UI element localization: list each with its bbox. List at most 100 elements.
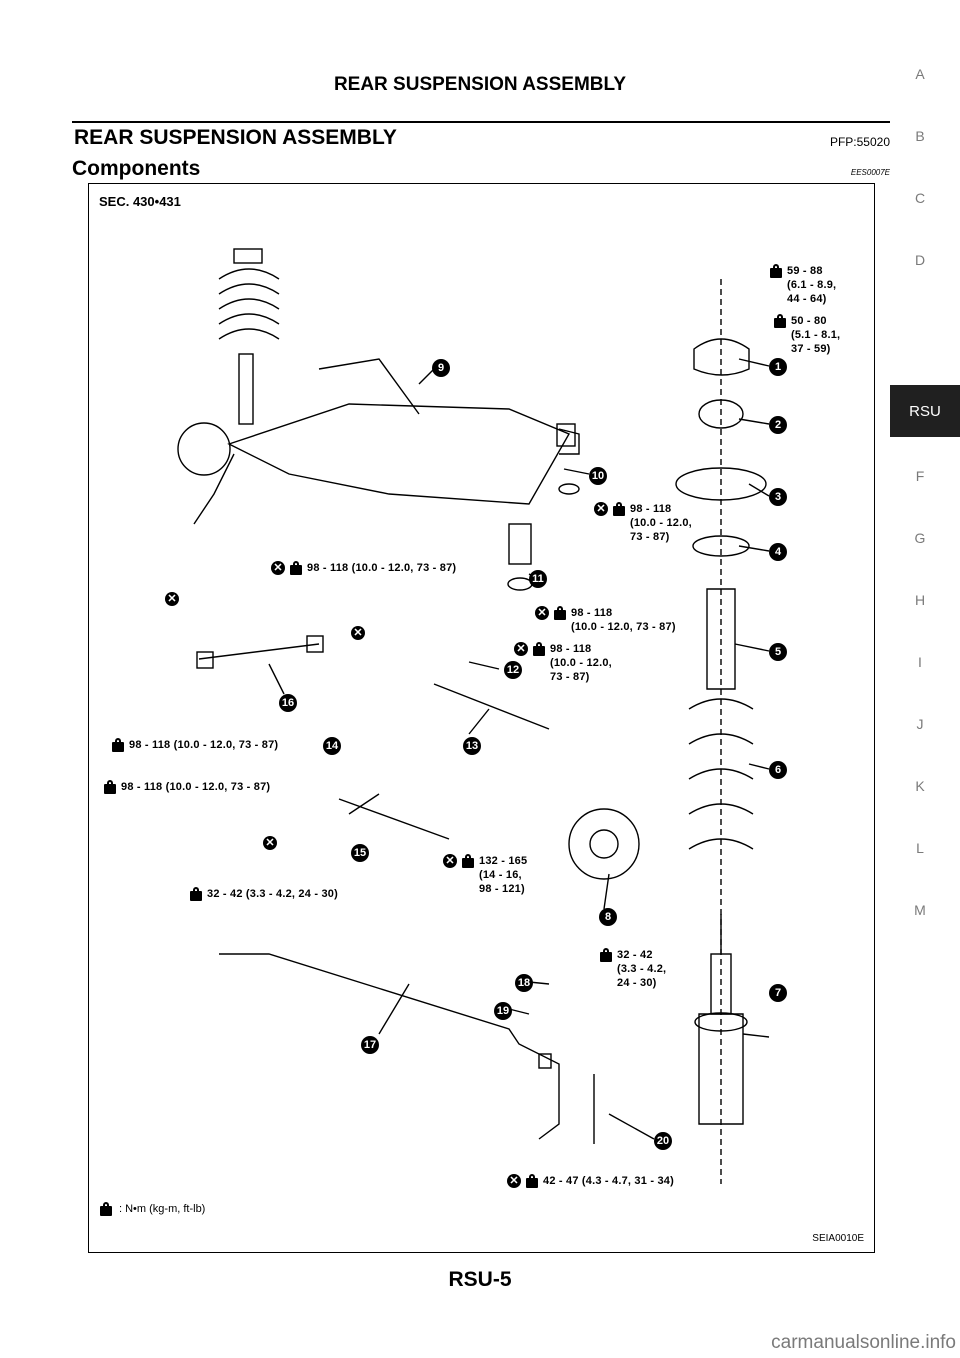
mount-insulator bbox=[508, 523, 532, 565]
mounting-bracket bbox=[693, 338, 750, 376]
torque-wrench-icon bbox=[103, 780, 117, 794]
section-code: SEC. 430•431 bbox=[99, 194, 181, 209]
torque-spec: 32 - 42 (3.3 - 4.2, 24 - 30) bbox=[189, 887, 338, 901]
torque-wrench-icon bbox=[525, 1174, 539, 1188]
mount-washer bbox=[558, 483, 580, 495]
subsection-ref-code: EES0007E bbox=[850, 168, 890, 177]
side-index-letter[interactable]: F bbox=[915, 468, 925, 484]
lower-link-rear bbox=[433, 683, 550, 730]
component-diagram: SEC. 430•431 59 - 88 (6.1 - 8.9, 44 - 64… bbox=[88, 183, 875, 1253]
page-number: RSU-5 bbox=[448, 1268, 512, 1291]
side-index-active-tab[interactable]: RSU bbox=[890, 385, 960, 437]
replace-icon: ✕ bbox=[443, 854, 457, 868]
callout-3: 3 bbox=[769, 488, 787, 506]
torque-spec: 59 - 88 (6.1 - 8.9, 44 - 64) bbox=[769, 264, 836, 306]
torque-wrench-icon bbox=[461, 854, 475, 868]
bound-bumper bbox=[706, 588, 736, 690]
side-index-letter[interactable]: D bbox=[914, 252, 926, 268]
torque-spec: ✕98 - 118 (10.0 - 12.0, 73 - 87) bbox=[271, 561, 456, 575]
callout-17: 17 bbox=[361, 1036, 379, 1054]
knuckle-left bbox=[177, 422, 231, 476]
torque-wrench-icon bbox=[773, 314, 787, 328]
callout-9: 9 bbox=[432, 359, 450, 377]
axle-knuckle bbox=[568, 808, 640, 880]
callout-12: 12 bbox=[504, 661, 522, 679]
side-index-letter[interactable]: A bbox=[915, 66, 925, 82]
side-index-letter[interactable]: M bbox=[914, 902, 926, 918]
header-rule bbox=[72, 121, 890, 123]
callout-20: 20 bbox=[654, 1132, 672, 1150]
stabilizer-link-left bbox=[193, 453, 235, 525]
strut-mount-left bbox=[233, 248, 263, 264]
callout-6: 6 bbox=[769, 761, 787, 779]
mounting-insulator bbox=[698, 399, 744, 429]
stabilizer-bushing bbox=[538, 1053, 552, 1069]
callout-13: 13 bbox=[463, 737, 481, 755]
replace-icon: ✕ bbox=[263, 836, 277, 850]
callout-4: 4 bbox=[769, 543, 787, 561]
side-index-letter[interactable]: I bbox=[918, 654, 922, 670]
rear-subframe bbox=[227, 403, 571, 505]
suspension-drawing bbox=[177, 248, 770, 1184]
stabilizer-bar bbox=[219, 953, 560, 1140]
coil-spring-left bbox=[218, 268, 280, 340]
callout-16: 16 bbox=[279, 694, 297, 712]
side-index-letter[interactable]: L bbox=[916, 840, 924, 856]
mount-bushing bbox=[556, 423, 576, 447]
upper-spring-seat bbox=[675, 467, 767, 501]
side-index-letter[interactable]: B bbox=[915, 128, 925, 144]
section-title: REAR SUSPENSION ASSEMBLY bbox=[74, 126, 397, 149]
torque-wrench-icon bbox=[599, 948, 613, 962]
replace-icon: ✕ bbox=[165, 592, 179, 606]
callout-14: 14 bbox=[323, 737, 341, 755]
pfp-code: PFP:55020 bbox=[829, 135, 890, 149]
figure-code: SEIA0010E bbox=[812, 1233, 864, 1244]
side-index-letter[interactable]: G bbox=[914, 530, 926, 546]
callout-5: 5 bbox=[769, 643, 787, 661]
torque-wrench-icon bbox=[553, 606, 567, 620]
torque-wrench-icon bbox=[111, 738, 125, 752]
replace-icon: ✕ bbox=[594, 502, 608, 516]
torque-wrench-icon bbox=[769, 264, 783, 278]
replace-icon: ✕ bbox=[271, 561, 285, 575]
callout-2: 2 bbox=[769, 416, 787, 434]
torque-spec: ✕98 - 118 (10.0 - 12.0, 73 - 87) bbox=[535, 606, 676, 634]
spring-rubber-seat bbox=[692, 535, 750, 557]
lower-link-front bbox=[338, 798, 450, 840]
torque-legend: : N•m (kg-m, ft-lb) bbox=[99, 1202, 205, 1216]
torque-spec: ✕42 - 47 (4.3 - 4.7, 31 - 34) bbox=[507, 1174, 674, 1188]
torque-wrench-icon bbox=[189, 887, 203, 901]
torque-wrench-icon bbox=[289, 561, 303, 575]
side-index-letter[interactable]: J bbox=[916, 716, 924, 732]
coil-spring bbox=[688, 698, 754, 850]
replace-icon: ✕ bbox=[351, 626, 365, 640]
side-index-letter[interactable]: C bbox=[914, 190, 926, 206]
page-header-title: REAR SUSPENSION ASSEMBLY bbox=[333, 74, 627, 95]
subsection-title: Components bbox=[72, 157, 201, 180]
torque-wrench-icon bbox=[532, 642, 546, 656]
torque-spec: ✕98 - 118 (10.0 - 12.0, 73 - 87) bbox=[594, 502, 692, 544]
torque-spec: ✕98 - 118 (10.0 - 12.0, 73 - 87) bbox=[514, 642, 612, 684]
callout-7: 7 bbox=[769, 984, 787, 1002]
callout-1: 1 bbox=[769, 358, 787, 376]
callout-19: 19 bbox=[494, 1002, 512, 1020]
torque-wrench-icon bbox=[99, 1202, 113, 1216]
callout-8: 8 bbox=[599, 908, 617, 926]
side-index-letter[interactable]: H bbox=[914, 592, 926, 608]
torque-spec: 32 - 42 (3.3 - 4.2, 24 - 30) bbox=[599, 948, 666, 990]
torque-spec: 98 - 118 (10.0 - 12.0, 73 - 87) bbox=[103, 780, 270, 794]
torque-spec: ✕132 - 165 (14 - 16, 98 - 121) bbox=[443, 854, 527, 896]
watermark: carmanualsonline.info bbox=[771, 1332, 956, 1353]
torque-wrench-icon bbox=[612, 502, 626, 516]
callout-15: 15 bbox=[351, 844, 369, 862]
strut-body-left bbox=[238, 353, 254, 425]
replace-icon: ✕ bbox=[514, 642, 528, 656]
callout-10: 10 bbox=[589, 467, 607, 485]
replace-icon: ✕ bbox=[535, 606, 549, 620]
side-index-letter[interactable]: K bbox=[915, 778, 925, 794]
callout-11: 11 bbox=[529, 570, 547, 588]
torque-spec: 50 - 80 (5.1 - 8.1, 37 - 59) bbox=[773, 314, 840, 356]
torque-spec: 98 - 118 (10.0 - 12.0, 73 - 87) bbox=[111, 738, 278, 752]
replace-icon: ✕ bbox=[507, 1174, 521, 1188]
callout-18: 18 bbox=[515, 974, 533, 992]
